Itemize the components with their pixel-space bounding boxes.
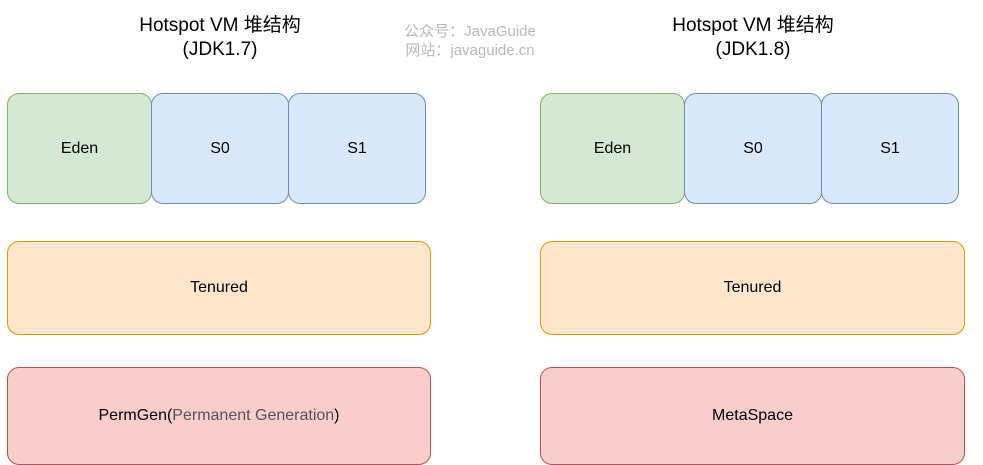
jdk18-tenured-label: Tenured — [723, 279, 782, 296]
jdk17-permgen-label: PermGen(Permanent Generation) — [99, 407, 340, 425]
jdk18-eden-box: Eden — [540, 93, 685, 204]
jdk17-tenured-box: Tenured — [7, 241, 431, 335]
jdk18-s1-box: S1 — [821, 93, 959, 204]
jdk17-permgen-sub: Permanent Generation — [172, 407, 335, 424]
jdk17-s1-label: S1 — [347, 139, 367, 157]
watermark-line2: 网站：javaguide.cn — [405, 42, 535, 59]
jdk18-metaspace-label: MetaSpace — [712, 407, 793, 424]
jdk17-s0-label: S0 — [210, 139, 230, 157]
jdk17-title-line2: (JDK1.7) — [182, 39, 258, 60]
watermark: 公众号：JavaGuide 网站：javaguide.cn — [370, 22, 570, 60]
jdk18-metaspace-box: MetaSpace — [540, 367, 965, 465]
jdk17-eden-label: Eden — [60, 139, 99, 157]
jdk17-permgen-close: ) — [334, 407, 340, 424]
jdk17-s0-box: S0 — [151, 93, 289, 204]
jdk18-s0-box: S0 — [684, 93, 822, 204]
jdk17-permgen-box: PermGen(Permanent Generation) — [7, 367, 431, 465]
jdk17-title: Hotspot VM 堆结构 (JDK1.7) — [95, 14, 345, 62]
jdk17-permgen-main: PermGen( — [98, 407, 173, 424]
jdk17-eden-box: Eden — [7, 93, 152, 204]
jdk17-s1-box: S1 — [288, 93, 426, 204]
jdk18-title-line2: (JDK1.8) — [715, 39, 791, 60]
watermark-line1: 公众号：JavaGuide — [404, 23, 536, 40]
jdk18-title: Hotspot VM 堆结构 (JDK1.8) — [628, 14, 878, 62]
jdk18-title-line1: Hotspot VM 堆结构 — [672, 15, 834, 36]
jdk17-tenured-label: Tenured — [190, 279, 248, 296]
jdk18-tenured-box: Tenured — [540, 241, 965, 335]
jdk17-title-line1: Hotspot VM 堆结构 — [139, 15, 301, 36]
jdk18-s0-label: S0 — [743, 139, 763, 157]
jdk18-eden-label: Eden — [593, 139, 632, 157]
jdk18-s1-label: S1 — [880, 139, 900, 157]
